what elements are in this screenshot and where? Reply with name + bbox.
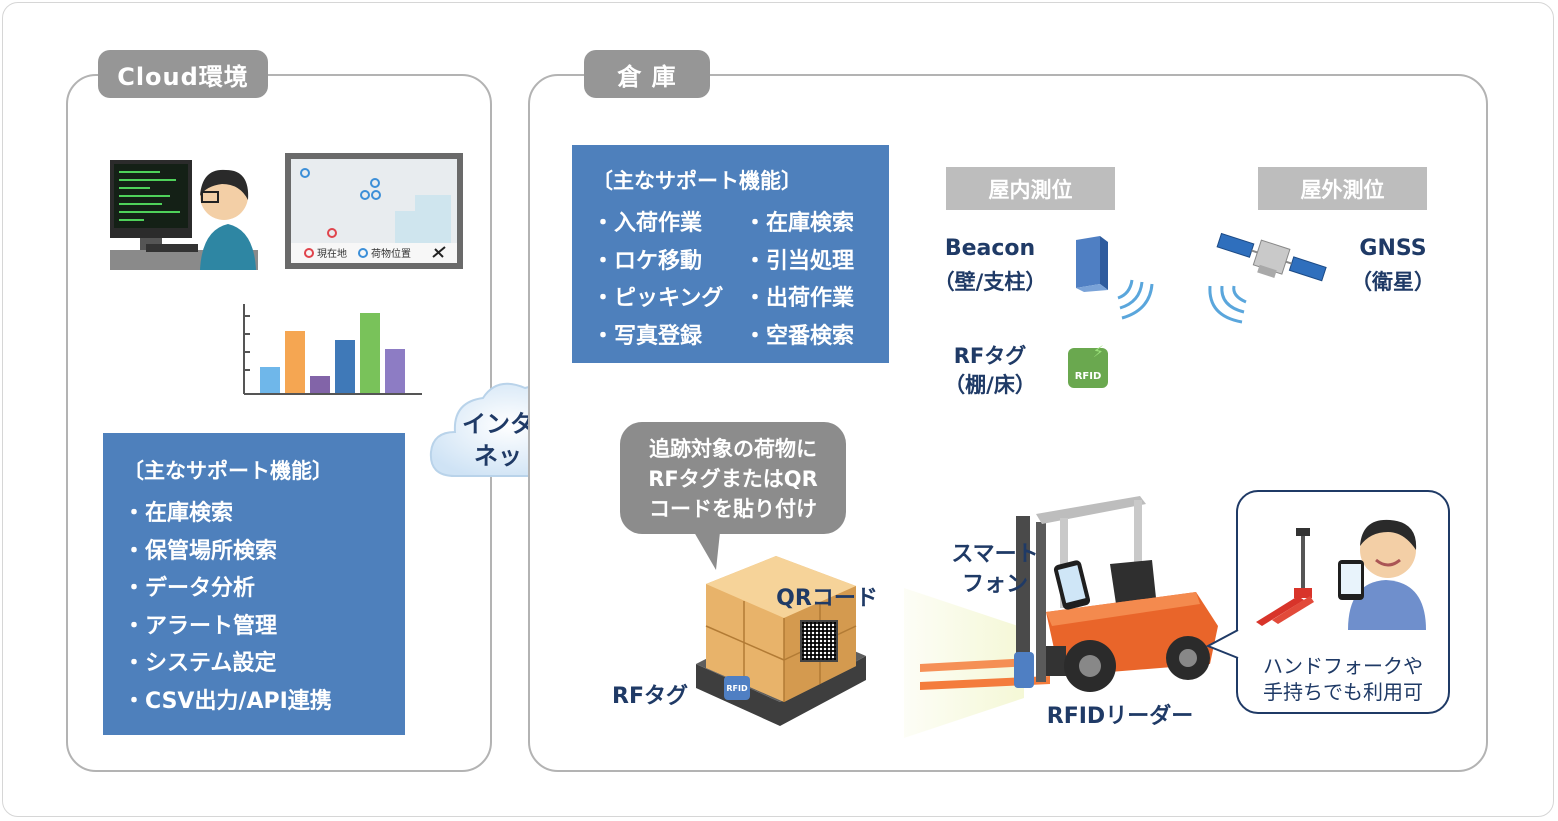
warehouse-feature-item: 写真登録	[592, 318, 744, 356]
map-legend-current: 現在地	[317, 247, 347, 260]
warehouse-feature-item: 在庫検索	[744, 205, 904, 243]
beacon-icon	[1076, 236, 1108, 292]
cloud-features-title: 〔主なサポート機能〕	[123, 459, 333, 483]
bubble-line-1: 追跡対象の荷物に	[649, 437, 817, 461]
beacon-label: Beacon	[944, 236, 1036, 261]
warehouse-features-title: 〔主なサポート機能〕	[592, 169, 802, 193]
beacon-signal-icon	[1117, 279, 1154, 320]
rfid-reader-icon	[1014, 652, 1034, 688]
lightning-icon: ⚡	[1092, 342, 1104, 361]
rfid-chip-text: RFID	[1074, 371, 1102, 382]
outdoor-positioning-label: 屋外測位	[1258, 167, 1427, 210]
callout-tail	[1205, 629, 1239, 659]
bar-chart-icon	[243, 304, 422, 395]
hand-pallet-truck-icon	[1256, 528, 1314, 626]
qr-code-icon	[800, 620, 838, 662]
handheld-label-2: 手持ちでも利用可	[1263, 680, 1423, 704]
warehouse-feature-item: 入荷作業	[592, 205, 744, 243]
tracking-bubble: 追跡対象の荷物に RFタグまたはQR コードを貼り付け	[620, 422, 846, 534]
rfid-chip-icon: ⚡ RFID	[1068, 342, 1108, 388]
warehouse-feature-box: 〔主なサポート機能〕 入荷作業 在庫検索 ロケ移動 引当処理 ピッキング 出荷作…	[572, 145, 889, 363]
cloud-feature-item: CSV出力/API連携	[123, 683, 405, 721]
cloud-panel-tag: Cloud環境	[98, 50, 268, 98]
handheld-label-1: ハンドフォークや	[1263, 654, 1423, 678]
qr-code-label: QRコード	[776, 586, 878, 611]
warehouse-feature-item: ピッキング	[592, 280, 744, 318]
bar-chart-bar	[385, 349, 405, 393]
warehouse-feature-item: ロケ移動	[592, 243, 744, 281]
cloud-feature-item: 保管場所検索	[123, 533, 405, 571]
worker-tablet-icon	[1338, 519, 1426, 630]
beacon-sublabel: （壁/支柱）	[933, 270, 1047, 294]
indoor-positioning-label: 屋内測位	[946, 167, 1115, 210]
warehouse-panel-tag: 倉 庫	[584, 50, 710, 98]
rftag-pallet-icon: RFID	[724, 676, 750, 700]
rftag-shelf-label: RFタグ	[953, 344, 1027, 368]
forklift-icon	[920, 496, 1218, 692]
smartphone-label-1: スマート	[951, 542, 1039, 567]
cloud-feature-item: データ分析	[123, 570, 405, 608]
bar-chart-bar	[310, 376, 330, 393]
satellite-signal-icon	[1208, 285, 1247, 324]
bar-chart-bar	[260, 367, 280, 393]
cloud-feature-item: アラート管理	[123, 608, 405, 646]
gnss-label: GNSS	[1359, 236, 1427, 261]
rftag-shelf-sublabel: （棚/床）	[944, 373, 1036, 397]
operator-icon	[110, 160, 258, 270]
bar-chart-bar	[335, 340, 355, 393]
map-legend-cargo: 荷物位置	[371, 247, 411, 260]
satellite-icon	[1216, 232, 1327, 282]
rfid-reader-label: RFIDリーダー	[1046, 704, 1194, 729]
rftag-pallet-label: RFタグ	[612, 684, 688, 709]
cloud-feature-item: 在庫検索	[123, 495, 405, 533]
cloud-feature-item: システム設定	[123, 645, 405, 683]
bubble-line-2: RFタグまたはQR	[648, 467, 818, 491]
gnss-sublabel: （衛星）	[1351, 270, 1435, 294]
monitor-map-icon: 現在地 荷物位置	[285, 153, 463, 269]
warehouse-feature-item: 出荷作業	[744, 280, 904, 318]
bar-chart-bar	[360, 313, 380, 393]
cloud-feature-box: 〔主なサポート機能〕 在庫検索 保管場所検索 データ分析 アラート管理 システム…	[103, 433, 405, 735]
warehouse-feature-item: 引当処理	[744, 243, 904, 281]
smartphone-label-2: フォン	[961, 572, 1028, 597]
bubble-line-3: コードを貼り付け	[649, 497, 817, 521]
bar-chart-bar	[285, 331, 305, 393]
warehouse-feature-item: 空番検索	[744, 318, 904, 356]
bubble-tail	[694, 532, 720, 570]
